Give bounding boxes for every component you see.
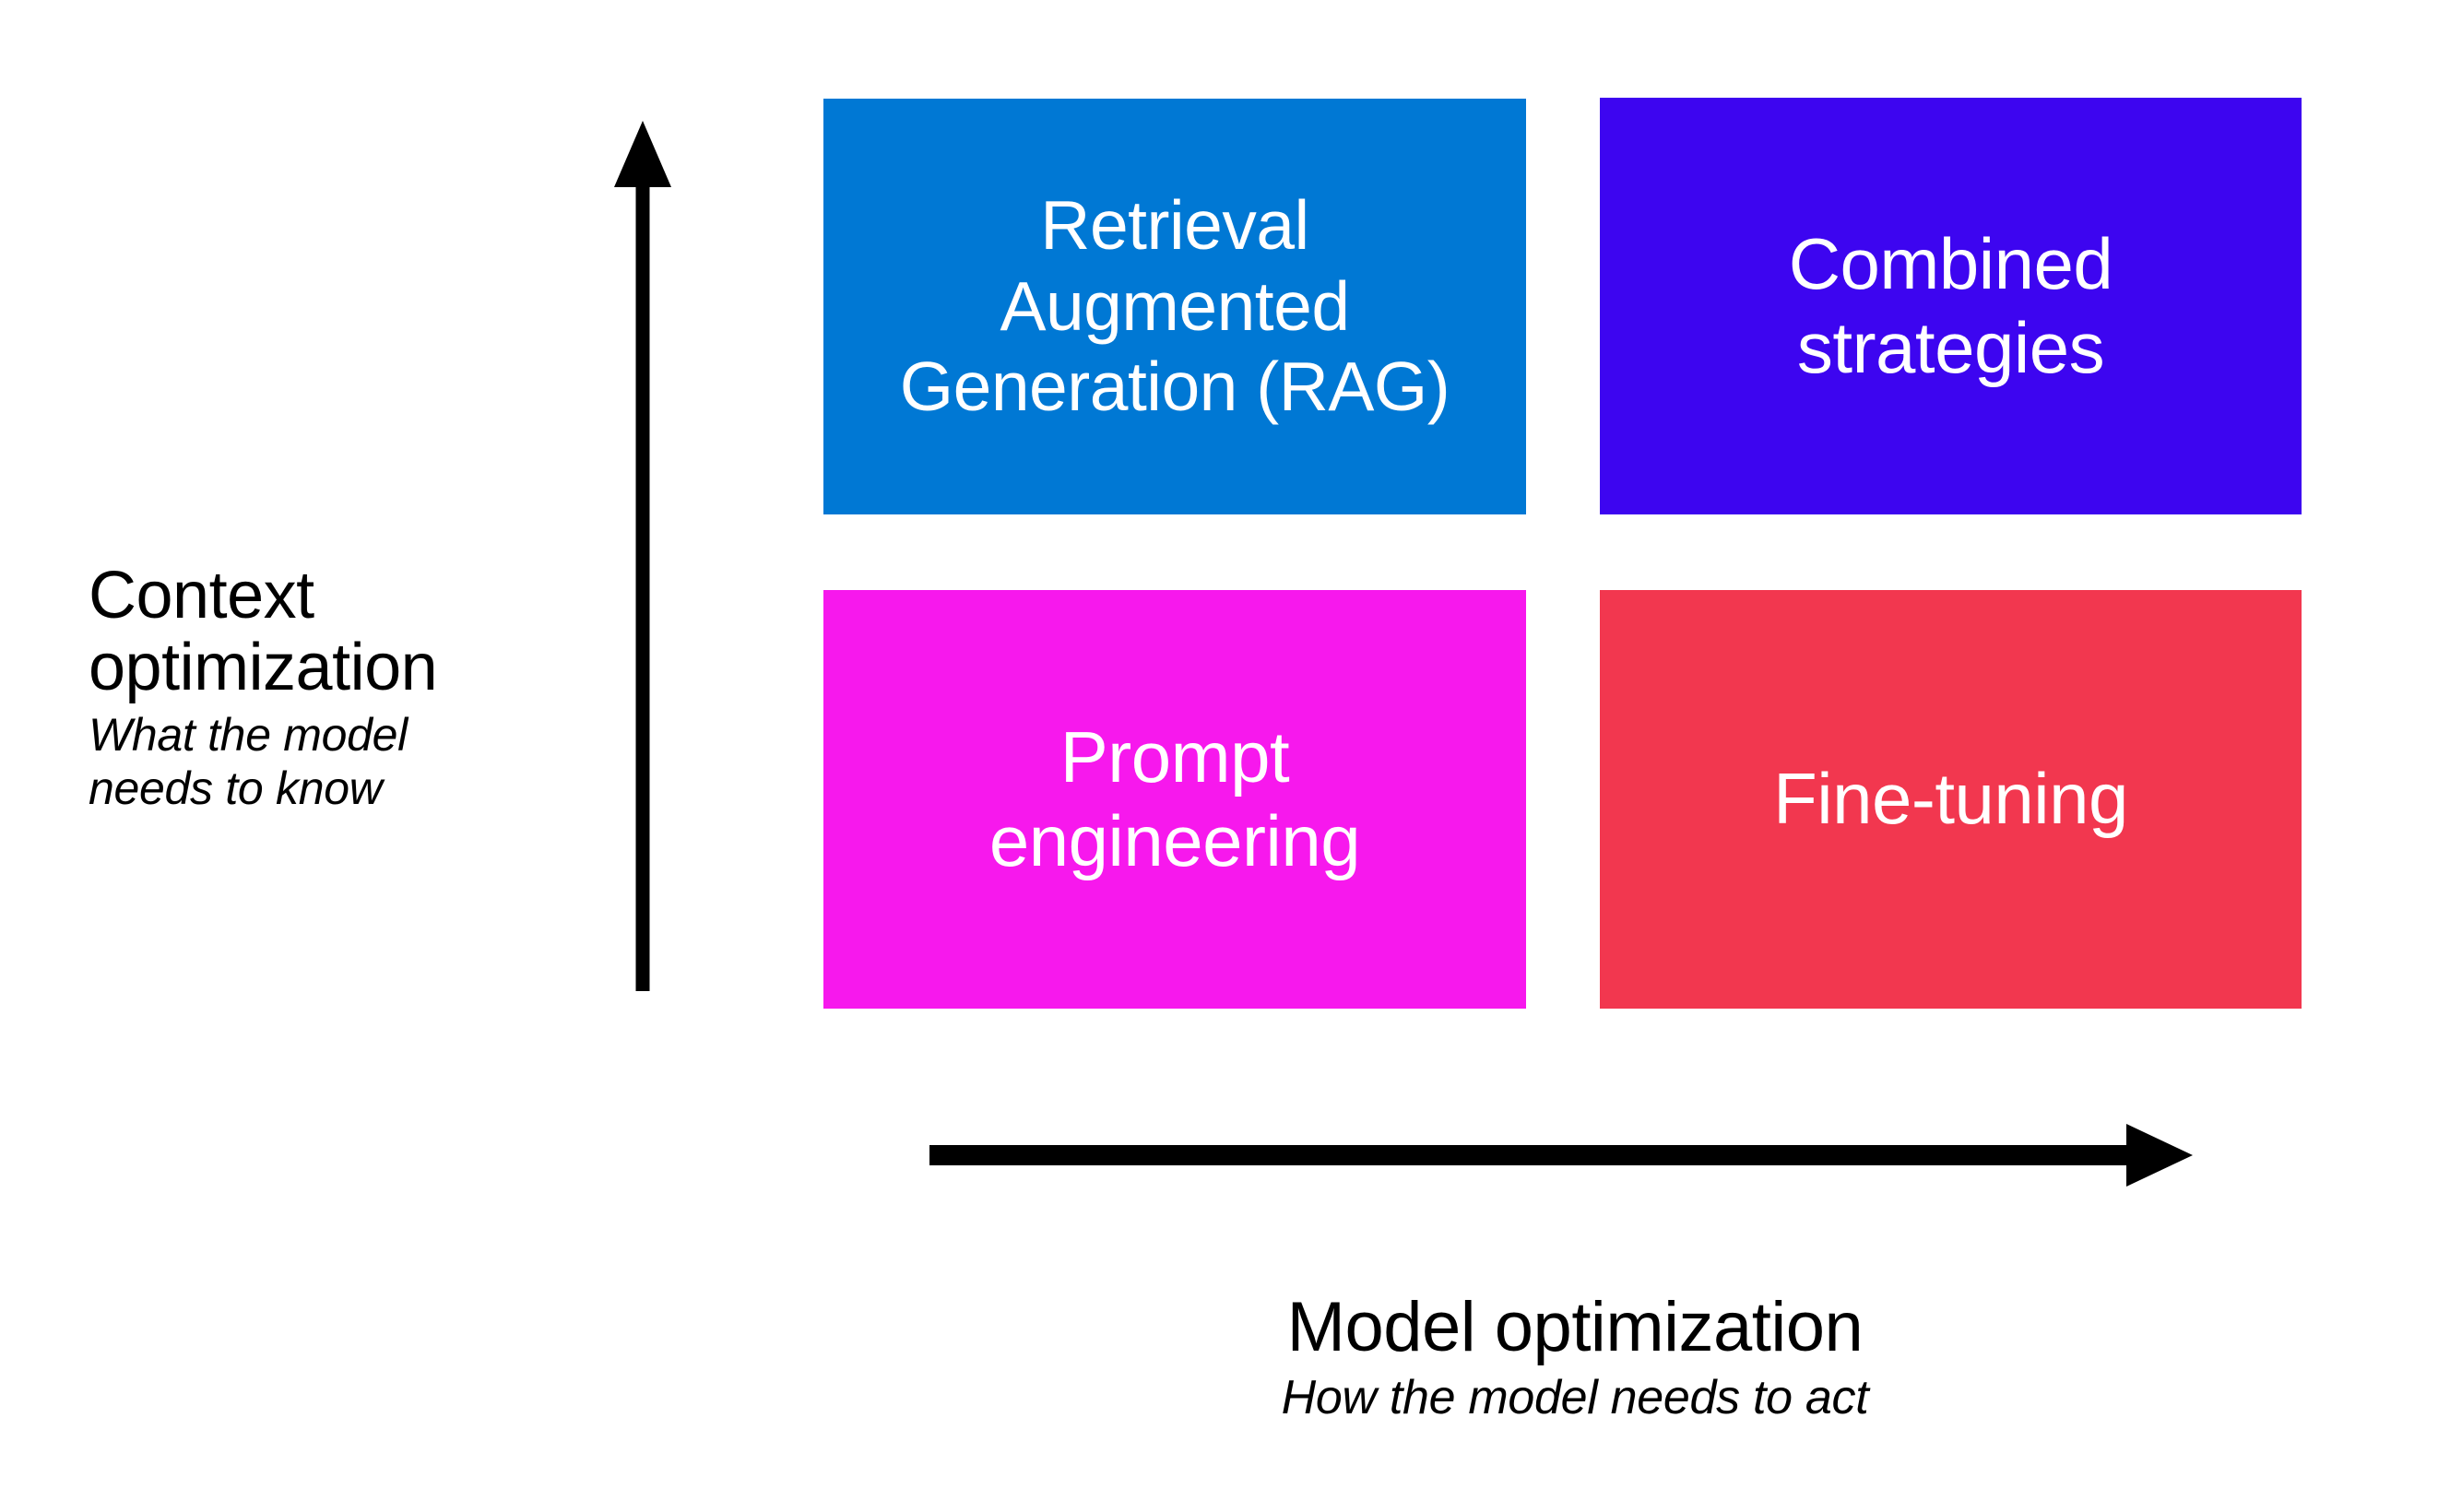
quadrant-label-combined-strategies: Combined strategies xyxy=(1788,222,2113,388)
quadrant-label-fine-tuning: Fine-tuning xyxy=(1773,758,2128,840)
x-axis-subtitle: How the model needs to act xyxy=(1281,1370,1869,1424)
y-axis-label: Context optimization What the model need… xyxy=(89,559,568,815)
x-axis-title: Model optimization xyxy=(1286,1288,1864,1366)
y-axis-arrow-svg xyxy=(614,121,671,991)
quadrant-combined-strategies[interactable]: Combined strategies xyxy=(1600,98,2302,514)
x-axis-arrow xyxy=(922,1120,2213,1194)
x-axis-label: Model optimization How the model needs t… xyxy=(763,1288,2386,1424)
x-axis-arrow-head xyxy=(2126,1124,2193,1187)
y-axis-subtitle: What the model needs to know xyxy=(89,708,408,814)
quadrant-retrieval-augmented-generation[interactable]: Retrieval Augmented Generation (RAG) xyxy=(823,99,1526,514)
quadrant-label-prompt-engineering: Prompt engineering xyxy=(988,715,1361,881)
quadrant-label-retrieval-augmented-generation: Retrieval Augmented Generation (RAG) xyxy=(899,185,1450,426)
y-axis-arrow-head xyxy=(614,121,671,187)
x-axis-arrow-svg xyxy=(929,1124,2193,1187)
y-axis-title: Context optimization xyxy=(89,559,438,704)
quadrant-fine-tuning[interactable]: Fine-tuning xyxy=(1600,590,2302,1009)
quadrant-prompt-engineering[interactable]: Prompt engineering xyxy=(823,590,1526,1009)
y-axis-arrow xyxy=(610,115,675,991)
